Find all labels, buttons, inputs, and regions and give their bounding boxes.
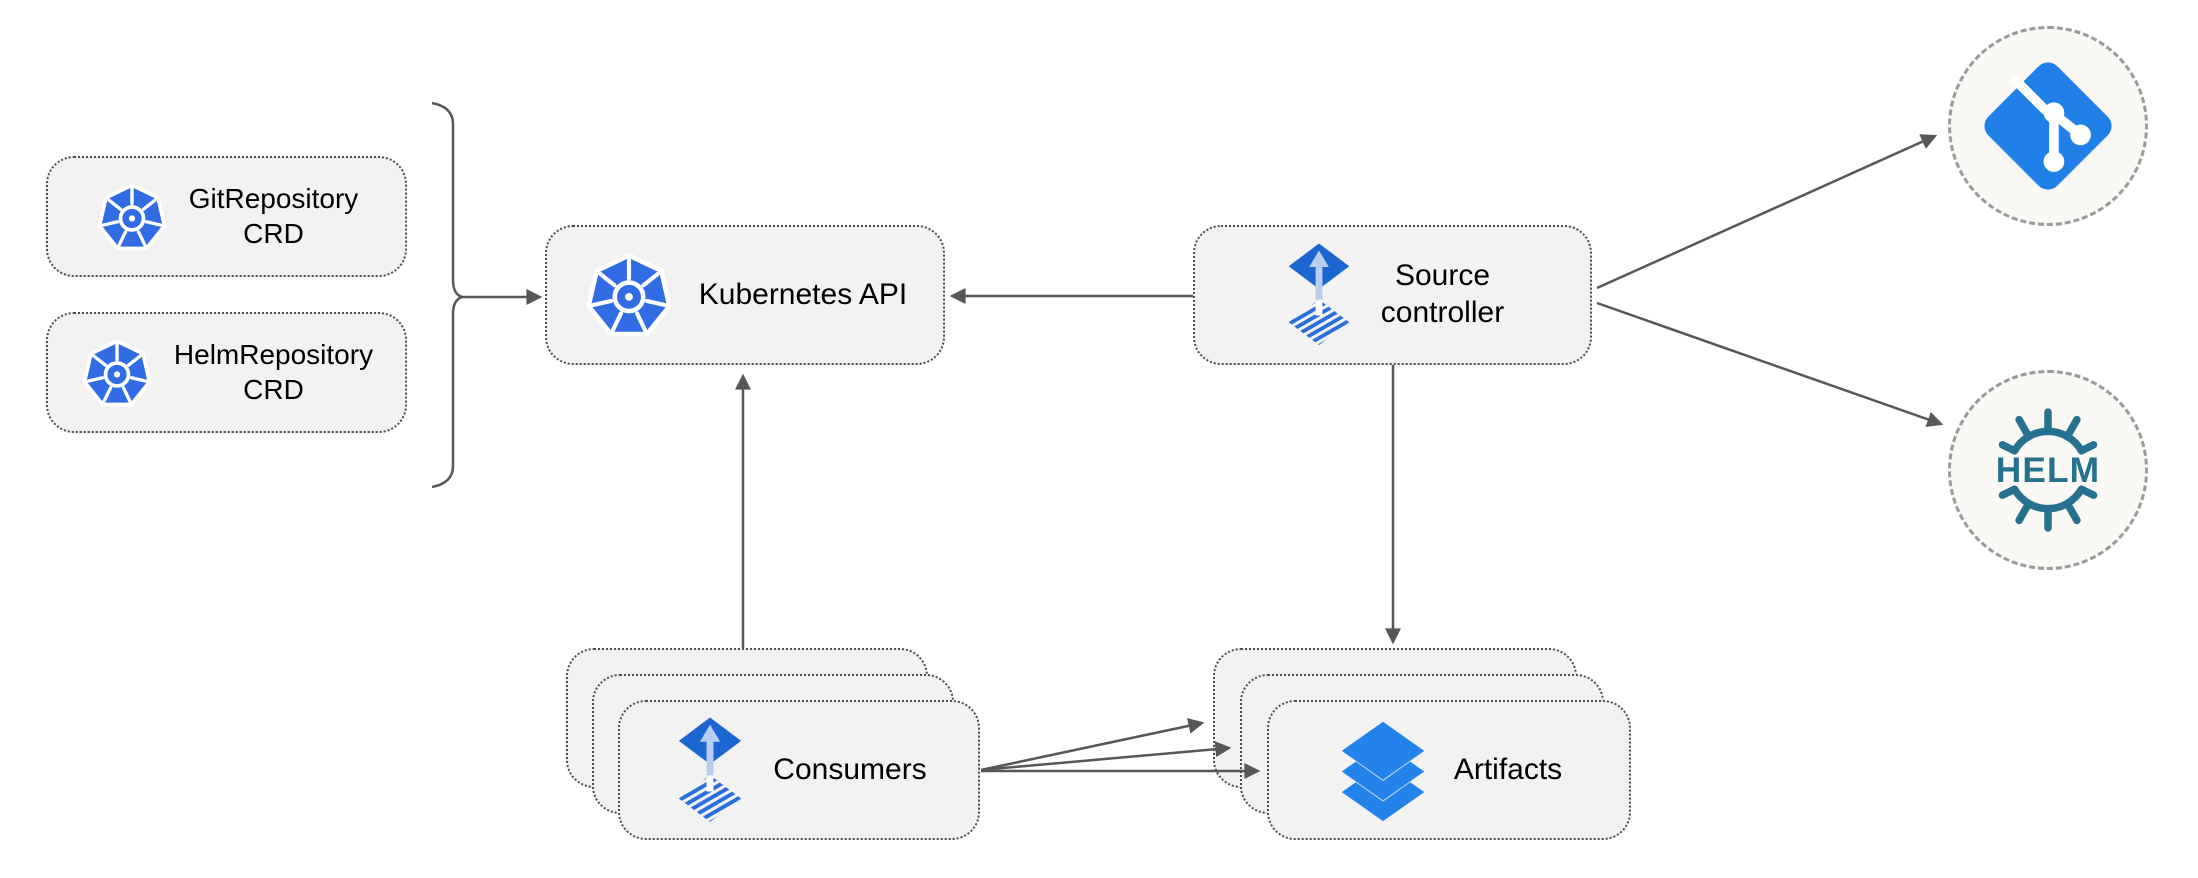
git-repository-crd-label: GitRepository CRD bbox=[188, 183, 359, 249]
node-git-repository-crd: GitRepository CRD bbox=[46, 156, 407, 277]
crd-group-bracket bbox=[431, 101, 466, 489]
helm-logo-text: HELM bbox=[1996, 451, 2100, 490]
git-icon bbox=[1984, 62, 2112, 190]
helm-repository-crd-label: HelmRepository CRD bbox=[173, 339, 374, 405]
node-artifacts: Artifacts bbox=[1267, 700, 1631, 840]
node-helm-repository-crd: HelmRepository CRD bbox=[46, 312, 407, 433]
node-consumers: Consumers bbox=[618, 700, 980, 840]
node-source-controller: Source controller bbox=[1193, 225, 1592, 365]
helm-icon: HELM bbox=[1996, 408, 2100, 532]
consumers-label: Consumers bbox=[773, 752, 927, 786]
kubernetes-icon bbox=[583, 249, 675, 341]
source-controller-label: Source controller bbox=[1380, 259, 1505, 329]
edge-consumers-to-artifacts-1 bbox=[980, 718, 1205, 772]
layers-icon bbox=[1341, 721, 1425, 821]
flux-icon bbox=[1281, 242, 1357, 348]
edge-consumers-to-artifacts-2 bbox=[980, 741, 1232, 772]
edge-source-to-git bbox=[1596, 134, 1938, 290]
edge-source-to-helm bbox=[1596, 301, 1944, 428]
flux-icon bbox=[671, 716, 749, 825]
artifacts-label: Artifacts bbox=[1453, 752, 1563, 786]
kubernetes-icon bbox=[80, 336, 154, 410]
kubernetes-api-label: Kubernetes API bbox=[698, 277, 908, 311]
node-git-repository bbox=[1948, 26, 2148, 226]
node-helm-repository: HELM bbox=[1948, 370, 2148, 570]
node-kubernetes-api: Kubernetes API bbox=[545, 225, 945, 365]
kubernetes-icon bbox=[95, 180, 169, 254]
